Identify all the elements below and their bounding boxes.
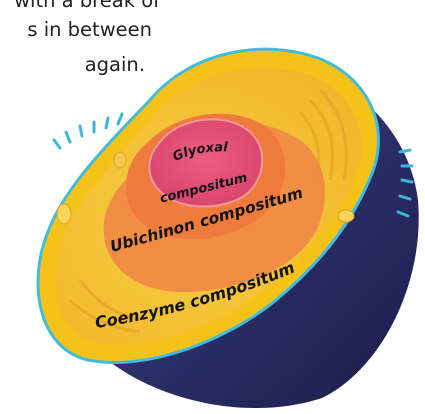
cell-diagram: Glyoxal compositum Ubichinon compositum … — [0, 0, 425, 414]
